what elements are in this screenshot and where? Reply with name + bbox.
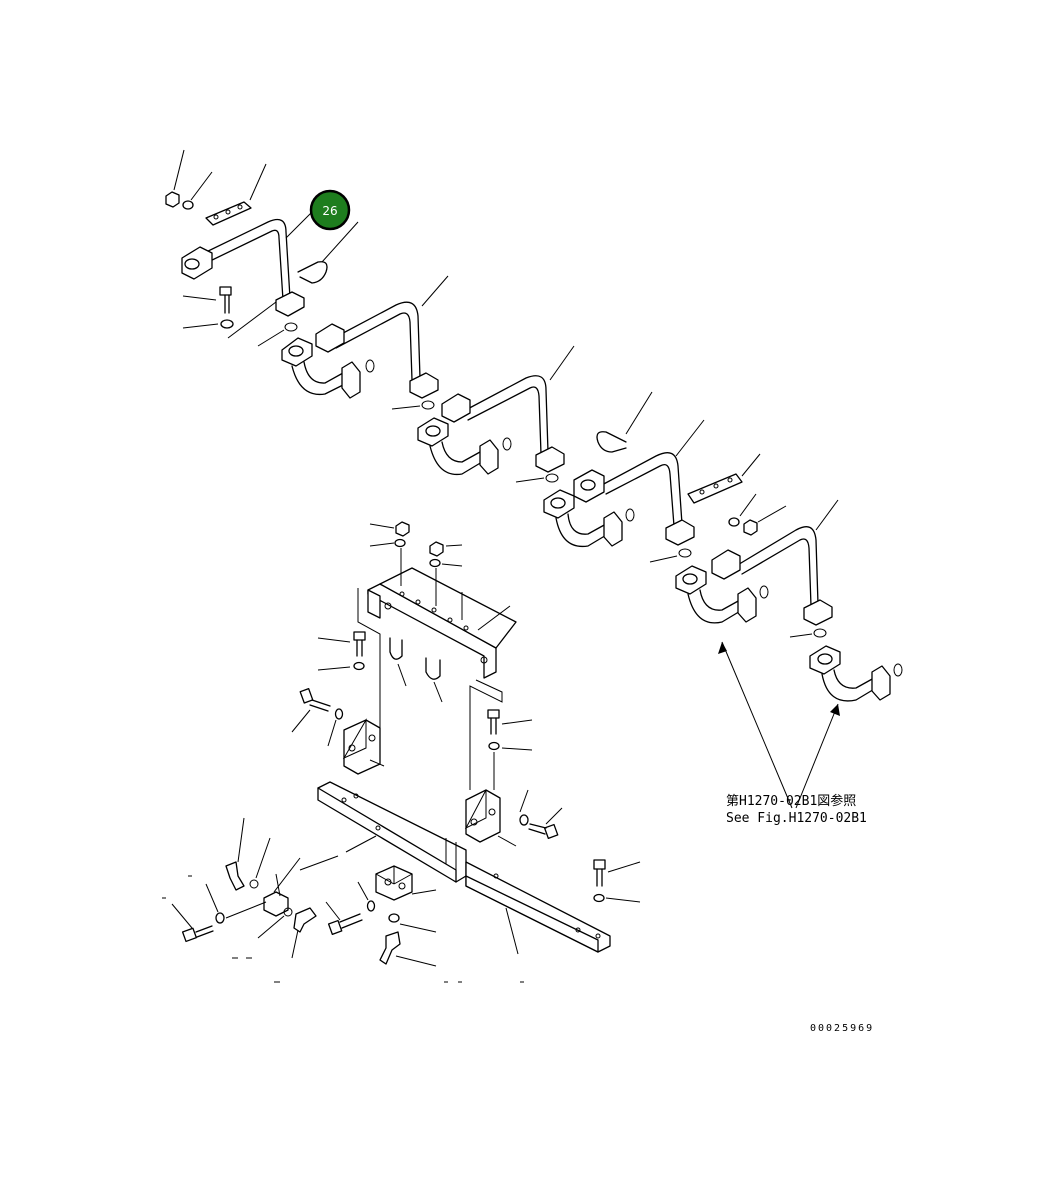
bracket-hardware [317,521,463,703]
pipe-assembly-4[interactable] [573,391,787,563]
left-support-bracket[interactable] [291,688,385,775]
rail-end-hardware [593,859,641,903]
pipe-assembly-2[interactable] [315,275,449,410]
reference-line-jp: 第H1270-02B1図参照 [726,793,856,809]
reference-note[interactable]: 第H1270-02B1図参照 See Fig.H1270-02B1 [726,793,867,826]
top-left-hardware [165,149,359,347]
callout-26[interactable]: 26 [285,189,351,239]
elbow-pipe-2[interactable] [417,417,512,476]
callout-number: 26 [322,204,337,218]
elbow-pipe-1[interactable] [281,337,375,399]
reference-line-en: See Fig.H1270-02B1 [726,811,867,826]
pipe-assembly-5[interactable] [711,499,839,638]
pipe-assembly-3[interactable] [441,345,575,483]
upper-bracket[interactable] [357,567,517,790]
right-support-bracket[interactable] [464,709,563,847]
lower-left-fittings [162,817,524,983]
main-rail[interactable] [299,781,611,955]
elbow-pipe-3[interactable] [543,489,635,548]
reference-arrows [718,641,840,809]
junction-block[interactable] [325,865,437,967]
elbow-pipe-5[interactable] [809,645,903,702]
drawing-code: 00025969 [810,1023,874,1034]
elbow-pipe-4[interactable] [675,565,769,624]
pipe-assembly-1[interactable] [181,218,305,317]
